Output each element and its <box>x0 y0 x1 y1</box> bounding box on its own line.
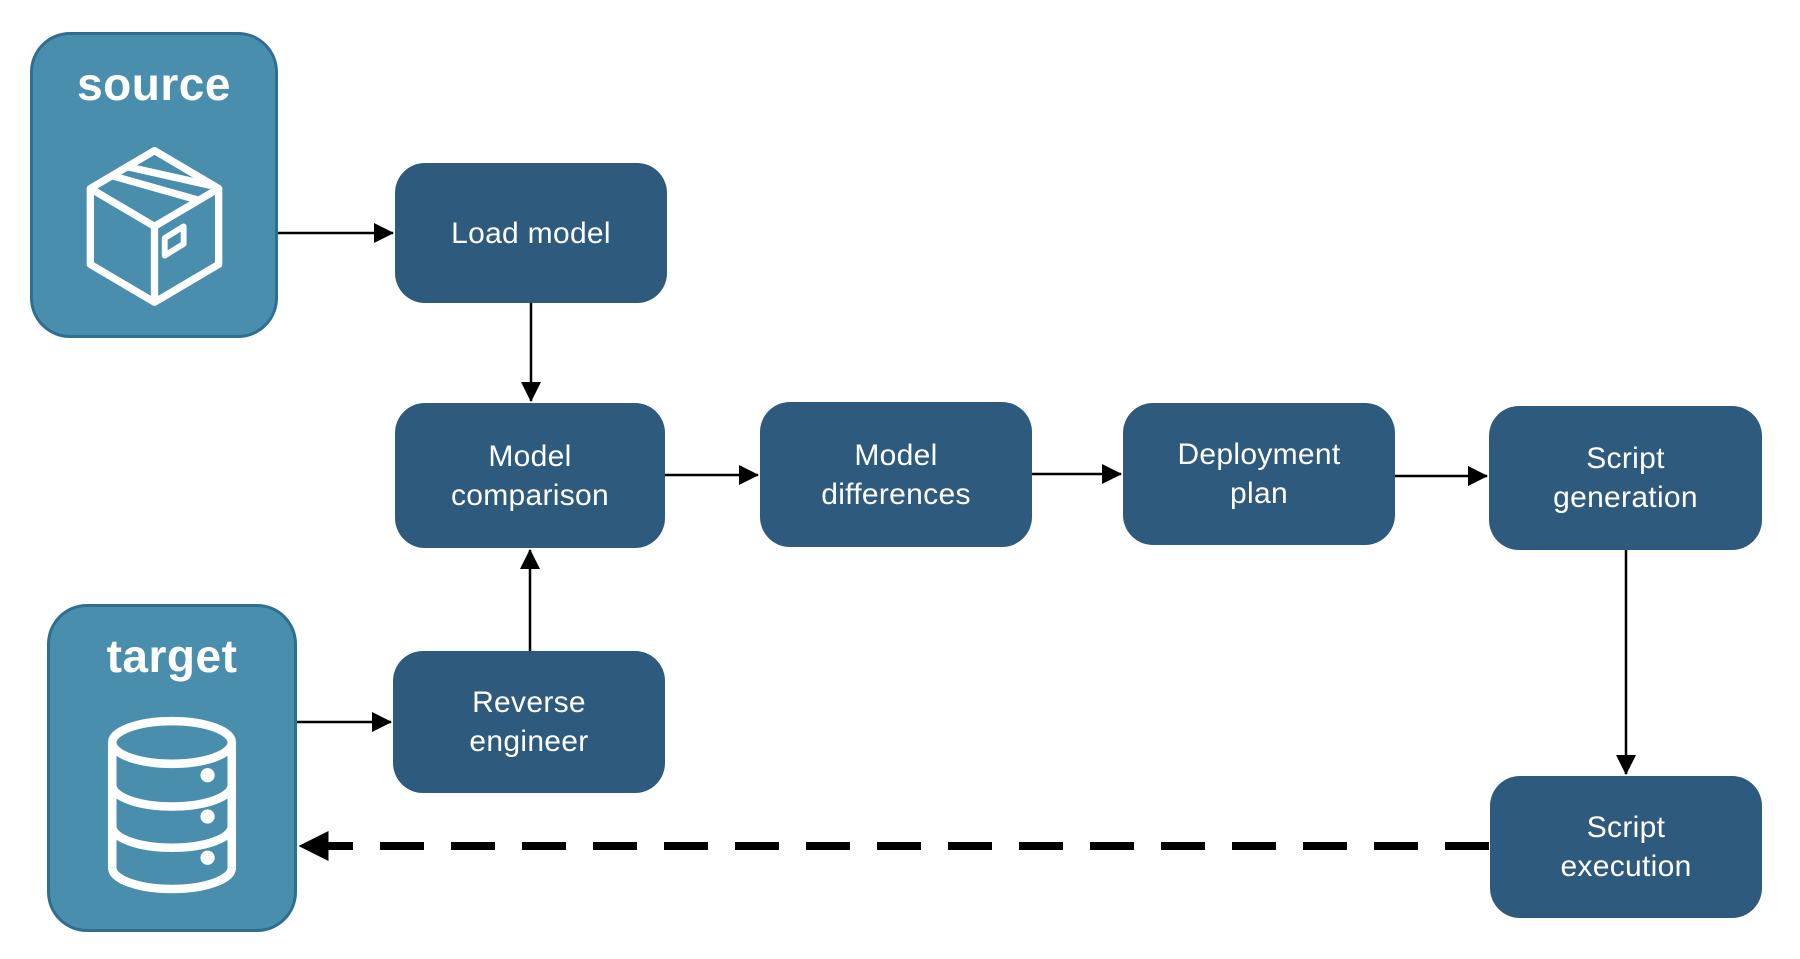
node-model-comparison-label: Model comparison <box>450 439 610 512</box>
database-icon <box>107 716 237 893</box>
node-script-execution-label: Script execution <box>1560 811 1692 883</box>
node-script-execution: Script execution <box>1490 776 1762 918</box>
endpoint-target: target <box>47 604 297 932</box>
node-model-differences-label: Model differences <box>821 438 971 511</box>
node-deployment-plan-label: Deployment plan <box>1177 438 1341 510</box>
node-model-comparison: Model comparison <box>395 403 665 548</box>
package-icon <box>86 146 222 306</box>
target-label: target <box>106 630 238 682</box>
node-script-generation: Script generation <box>1489 406 1762 550</box>
node-load-model: Load model <box>395 163 667 303</box>
node-reverse-engineer-label: Reverse engineer <box>469 686 589 758</box>
source-label: source <box>77 58 231 110</box>
endpoint-source: source <box>30 32 278 338</box>
node-reverse-engineer: Reverse engineer <box>393 651 665 793</box>
node-model-differences: Model differences <box>760 402 1032 547</box>
node-load-model-label: Load model <box>451 216 611 250</box>
node-deployment-plan: Deployment plan <box>1123 403 1395 545</box>
node-script-generation-label: Script generation <box>1553 442 1698 514</box>
